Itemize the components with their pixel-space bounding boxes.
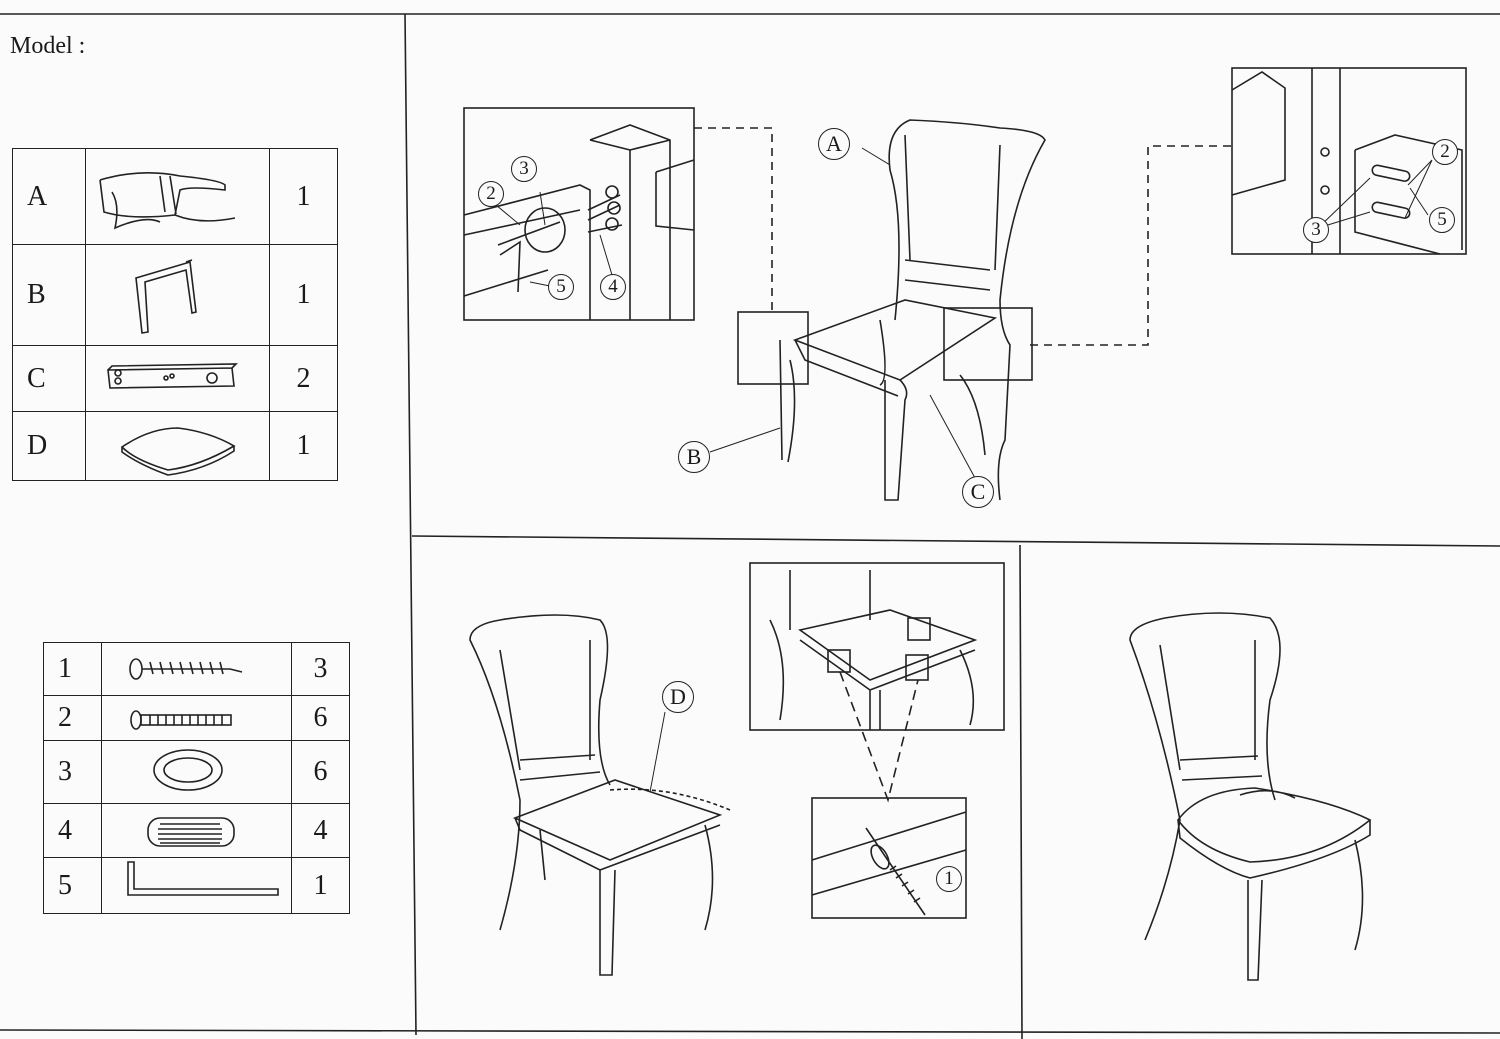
screw-detail-bottom [811, 797, 967, 919]
callout-5-right: 5 [1429, 207, 1455, 233]
callout-4: 4 [600, 274, 626, 300]
callout-2: 2 [478, 181, 504, 207]
callout-c: C [962, 476, 994, 508]
hardware-qty: 4 [291, 803, 350, 858]
screw-detail-top [749, 562, 1005, 731]
chair-assembly-drawing [709, 119, 1046, 501]
bolt-detail-right [1231, 67, 1467, 255]
hardware-num: 3 [43, 740, 102, 804]
part-qty: 1 [269, 148, 338, 245]
dashed-leader-right [1030, 145, 1232, 346]
bolt-detail-left [463, 107, 695, 321]
hardware-num: 5 [43, 857, 102, 914]
hardware-qty: 6 [291, 740, 350, 804]
callout-3-right: 3 [1303, 217, 1329, 243]
hardware-qty: 6 [291, 695, 350, 741]
part-letter: D [12, 411, 86, 481]
panel-dividers [0, 13, 1500, 1039]
callout-3: 3 [511, 156, 537, 182]
finished-chair-drawing [1129, 612, 1372, 981]
model-label: Model : [10, 33, 86, 59]
hardware-num: 1 [43, 642, 102, 696]
hardware-num: 2 [43, 695, 102, 741]
part-qty: 2 [269, 345, 338, 412]
callout-a: A [818, 128, 850, 160]
callout-5: 5 [548, 274, 574, 300]
callout-2-right: 2 [1432, 139, 1458, 165]
part-qty: 1 [269, 411, 338, 481]
hardware-num: 4 [43, 803, 102, 858]
callout-1: 1 [936, 866, 962, 892]
hardware-qty: 1 [291, 857, 350, 914]
part-letter: B [12, 244, 86, 346]
part-qty: 1 [269, 244, 338, 346]
dashed-leader-screw [839, 671, 919, 803]
callout-b: B [678, 441, 710, 473]
part-letter: A [12, 148, 86, 245]
dashed-leader-left [694, 127, 773, 312]
part-letter: C [12, 345, 86, 412]
seat-install-drawing [469, 614, 731, 976]
hardware-qty: 3 [291, 642, 350, 696]
callout-d: D [662, 681, 694, 713]
